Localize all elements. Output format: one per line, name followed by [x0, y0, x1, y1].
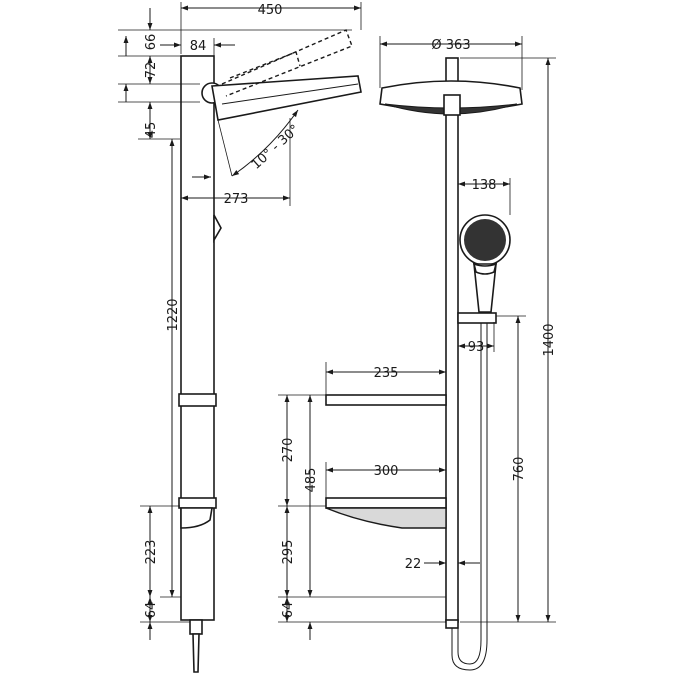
dimension-lines [118, 2, 556, 640]
side-diverter-knob [213, 214, 222, 243]
dim-235: 235 [374, 366, 399, 381]
dim-1220: 1220 [166, 298, 181, 331]
dim-223: 223 [144, 540, 159, 565]
side-shelf-profile [180, 507, 213, 529]
dim-diameter-363: Ø 363 [431, 38, 470, 53]
dim-72: 72 [144, 62, 159, 79]
side-valve-band [178, 393, 217, 407]
overhead-shower-connector [443, 94, 461, 116]
side-shower-arm [211, 75, 362, 121]
side-bottom-fitting [189, 619, 203, 635]
dim-760: 760 [512, 457, 527, 482]
dim-45: 45 [144, 122, 159, 139]
dim-300: 300 [374, 464, 399, 479]
hose-loop [451, 622, 488, 671]
dim-450: 450 [258, 3, 283, 18]
dim-64-left: 64 [144, 602, 159, 619]
side-bottom-hose [192, 633, 200, 673]
lower-shelf-body [325, 507, 447, 529]
dim-64-middle: 64 [281, 602, 296, 619]
lower-shelf-top [325, 497, 447, 509]
dim-138: 138 [472, 178, 497, 193]
dim-273: 273 [224, 192, 249, 207]
dim-22: 22 [405, 557, 422, 572]
side-shower-arm-tilted [221, 29, 353, 97]
side-view [178, 29, 362, 673]
dim-295: 295 [281, 540, 296, 565]
side-shelf-band [178, 497, 217, 509]
side-column [180, 55, 215, 621]
riser-pipe [445, 57, 459, 623]
hand-shower-holder [457, 312, 497, 324]
front-bottom-fitting [445, 619, 459, 629]
hand-shower-face [464, 219, 506, 261]
dim-1400: 1400 [542, 323, 557, 356]
dim-66: 66 [144, 34, 159, 51]
dim-485: 485 [304, 468, 319, 493]
dim-93: 93 [468, 340, 485, 355]
upper-shelf [325, 394, 447, 406]
hand-shower-handle [473, 263, 497, 313]
dim-angle: 10° - 30° [249, 122, 303, 173]
dim-270: 270 [281, 438, 296, 463]
front-view [325, 57, 523, 671]
dim-84: 84 [190, 39, 207, 54]
